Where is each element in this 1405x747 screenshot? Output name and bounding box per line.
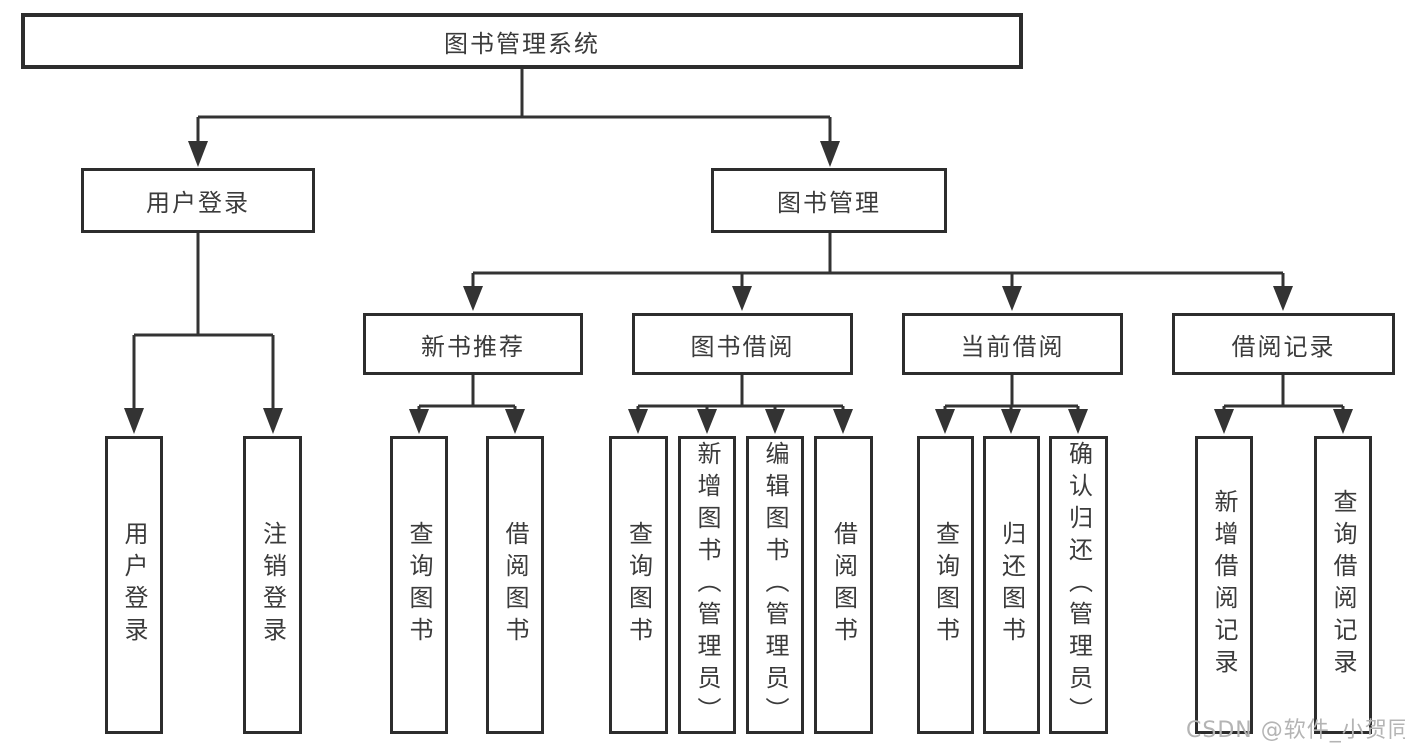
node-user-login: 用户登录 xyxy=(81,168,315,233)
arrowhead xyxy=(1068,409,1088,434)
arrowhead xyxy=(1273,286,1293,311)
node-borrow-records: 借阅记录 xyxy=(1172,313,1395,375)
leaf-borrow-borrow-books: 借阅图书 xyxy=(814,436,873,734)
arrowhead xyxy=(765,409,785,434)
arrowhead xyxy=(124,408,144,434)
leaf-label: 编辑图书（管理员） xyxy=(761,441,789,729)
leaf-records-query-record: 查询借阅记录 xyxy=(1314,436,1372,734)
arrowhead xyxy=(1333,409,1353,434)
leaf-label: 新增借阅记录 xyxy=(1210,489,1238,681)
leaf-borrow-edit-books-admin: 编辑图书（管理员） xyxy=(746,436,804,734)
leaf-label: 新增图书（管理员） xyxy=(693,441,721,729)
leaf-label: 查询图书 xyxy=(931,521,960,649)
arrowhead xyxy=(628,409,648,434)
leaf-label: 查询图书 xyxy=(405,521,433,649)
arrowhead xyxy=(188,141,208,167)
leaf-borrow-add-books-admin: 新增图书（管理员） xyxy=(678,436,736,734)
arrowhead xyxy=(732,286,752,311)
leaf-current-confirm-return-admin: 确认归还（管理员） xyxy=(1049,436,1108,734)
leaf-label: 查询借阅记录 xyxy=(1329,489,1357,681)
leaf-newbook-query-books: 查询图书 xyxy=(390,436,448,734)
arrowhead xyxy=(697,409,717,434)
leaf-label: 注销登录 xyxy=(258,521,287,649)
leaf-label: 借阅图书 xyxy=(501,521,529,649)
leaf-records-add-record: 新增借阅记录 xyxy=(1195,436,1253,734)
leaf-current-query-books: 查询图书 xyxy=(917,436,974,734)
node-current-borrow: 当前借阅 xyxy=(902,313,1123,375)
leaf-label: 查询图书 xyxy=(624,521,653,649)
leaf-label: 确认归还（管理员） xyxy=(1064,441,1093,729)
watermark: CSDN @软件_小贺同学 xyxy=(1186,718,1405,743)
leaf-current-return-books: 归还图书 xyxy=(983,436,1040,734)
leaf-label: 借阅图书 xyxy=(829,521,858,649)
arrowhead xyxy=(409,409,429,434)
arrowhead xyxy=(463,286,483,311)
leaf-borrow-query-books: 查询图书 xyxy=(609,436,668,734)
arrowhead xyxy=(1002,286,1022,311)
arrowhead xyxy=(820,141,840,167)
arrowhead xyxy=(935,409,955,434)
leaf-logout: 注销登录 xyxy=(243,436,302,734)
arrowhead xyxy=(1214,409,1234,434)
leaf-label: 用户登录 xyxy=(120,521,148,649)
leaf-newbook-borrow-books: 借阅图书 xyxy=(486,436,544,734)
arrowhead xyxy=(505,409,525,434)
arrowhead xyxy=(263,408,283,434)
node-system-root: 图书管理系统 xyxy=(21,13,1023,69)
leaf-label: 归还图书 xyxy=(997,521,1026,649)
arrowhead xyxy=(833,409,853,434)
leaf-user-login: 用户登录 xyxy=(105,436,163,734)
node-book-borrow: 图书借阅 xyxy=(632,313,853,375)
node-new-book-recommend: 新书推荐 xyxy=(363,313,583,375)
node-book-management: 图书管理 xyxy=(711,168,947,233)
arrowhead xyxy=(1001,409,1021,434)
